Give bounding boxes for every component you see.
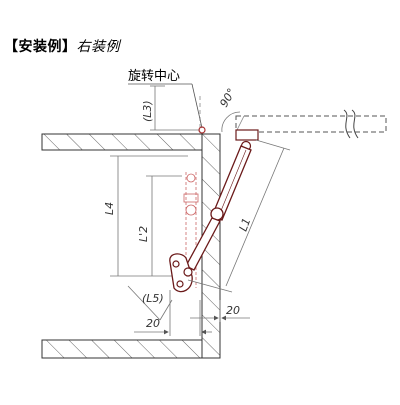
dimension-20-right: 20	[190, 300, 250, 322]
pivot-icon	[198, 126, 206, 134]
stay-rod	[185, 217, 221, 271]
lid-open-position	[235, 115, 387, 133]
diagram-title: 【安装例】右装例	[4, 36, 120, 56]
dimension-l3: (L3)	[141, 85, 200, 131]
label-l2: L'2	[137, 226, 150, 242]
cabinet-bottom-board	[41, 339, 203, 359]
dimension-l5: (L5)	[127, 285, 173, 321]
stay-cylinder	[211, 145, 252, 221]
gas-stay-arm	[169, 129, 259, 293]
label-l5: (L5)	[142, 292, 164, 305]
cabinet-top-board	[41, 133, 203, 151]
title-sub: 右装例	[76, 39, 120, 55]
dimension-20-left: 20	[134, 290, 212, 336]
break-symbol-icon	[343, 109, 359, 139]
label-rotation-center: 旋转中心	[128, 69, 180, 84]
label-angle: 90°	[217, 86, 238, 109]
label-20-right: 20	[226, 304, 240, 317]
title-main: 【安装例】	[4, 39, 77, 55]
label-l1: L1	[237, 216, 254, 233]
label-20-left: 20	[146, 317, 160, 330]
angle-annotation: 90°	[217, 86, 241, 133]
dimension-l4: L4	[103, 155, 188, 277]
dimension-diagonal	[187, 139, 291, 293]
dimension-l1: L1	[237, 216, 254, 233]
rotation-center-callout: 旋转中心	[128, 69, 206, 134]
dimension-l2: L'2	[137, 175, 182, 276]
label-l3: (L3)	[141, 100, 154, 122]
lid-bracket	[235, 129, 259, 152]
cabinet-mount-plate	[169, 253, 193, 293]
label-l4: L4	[103, 202, 116, 215]
